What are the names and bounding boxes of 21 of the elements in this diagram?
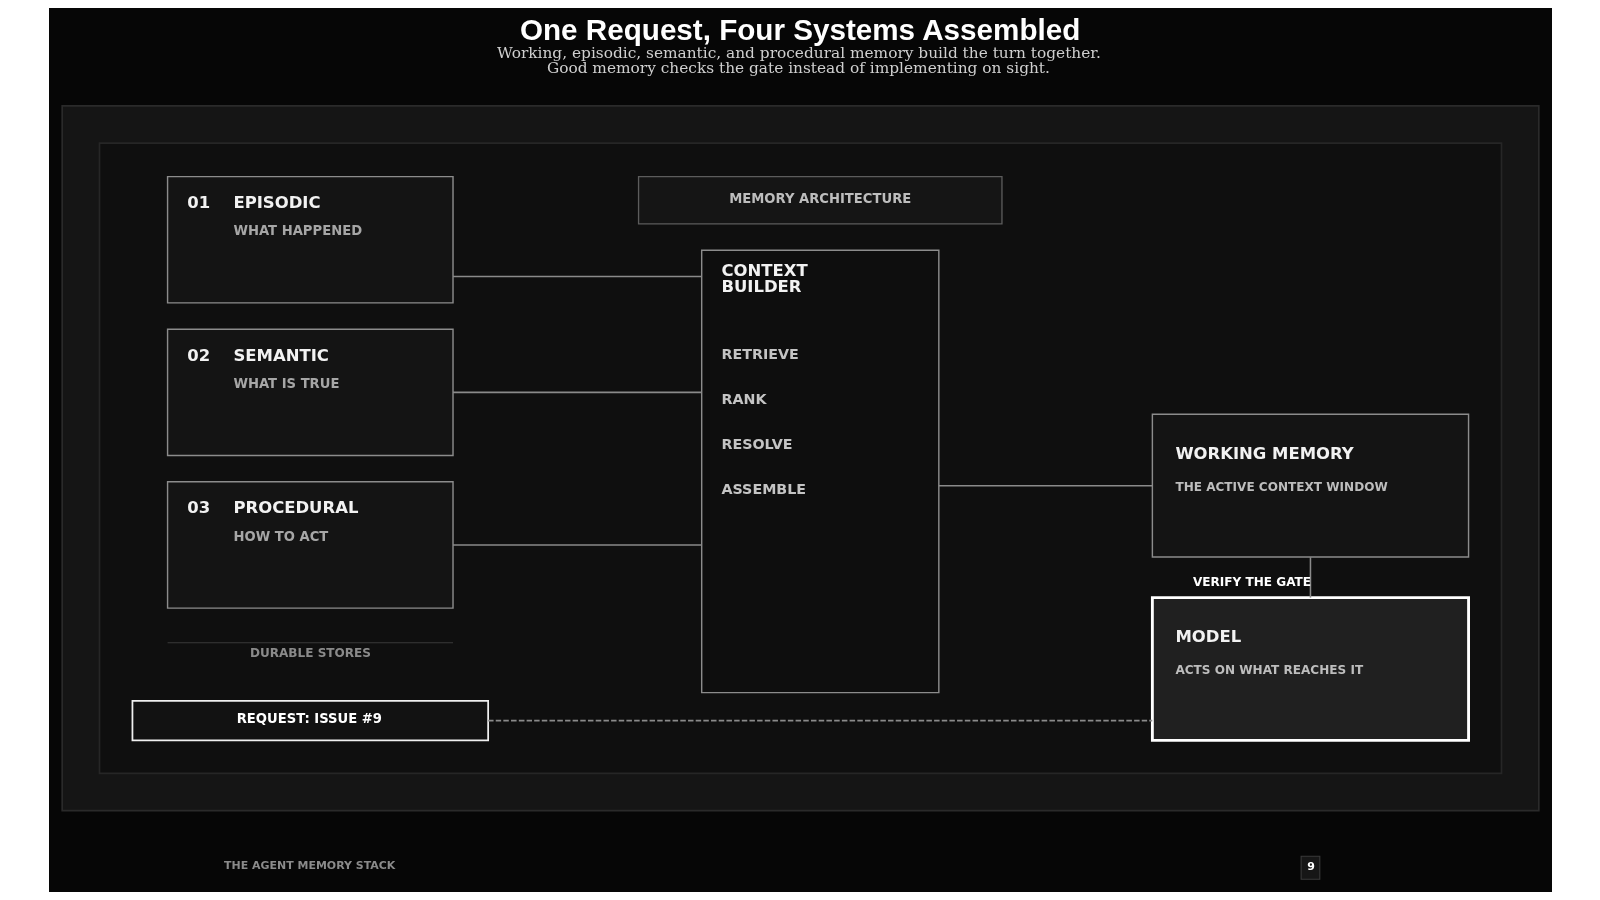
connector	[451, 275, 702, 278]
node-box: MODEL ACTS ON WHAT REACHES IT	[1150, 596, 1470, 742]
connector	[451, 544, 702, 546]
node-box: MEMORY ARCHITECTURE	[637, 175, 1003, 225]
connector	[451, 391, 702, 394]
label: DURABLE STORES	[249, 645, 371, 660]
cluster	[60, 105, 1540, 812]
connector	[1309, 556, 1311, 599]
label: THE AGENT MEMORY STACK	[223, 859, 395, 873]
edge-label: VERIFY THE GATE	[1192, 574, 1311, 589]
node-box: CONTEXT BUILDER RETRIEVE RANK RESOLVE ASSEMBLE	[700, 249, 940, 694]
connector	[937, 484, 1153, 487]
diagram-title: One Request, Four Systems Assembled	[519, 12, 1080, 46]
node-box: 01 EPISODIC WHAT HAPPENED	[166, 175, 454, 304]
node-box: WORKING MEMORY THE ACTIVE CONTEXT WINDOW	[1151, 413, 1469, 558]
label: 9	[1306, 859, 1315, 873]
cluster	[98, 142, 1502, 775]
node-box: 02 SEMANTIC WHAT IS TRUE	[166, 328, 454, 457]
node-box: 03 PROCEDURAL HOW TO ACT	[166, 481, 454, 609]
node-box: REQUEST: ISSUE #9	[131, 700, 489, 742]
connector	[486, 719, 1153, 722]
